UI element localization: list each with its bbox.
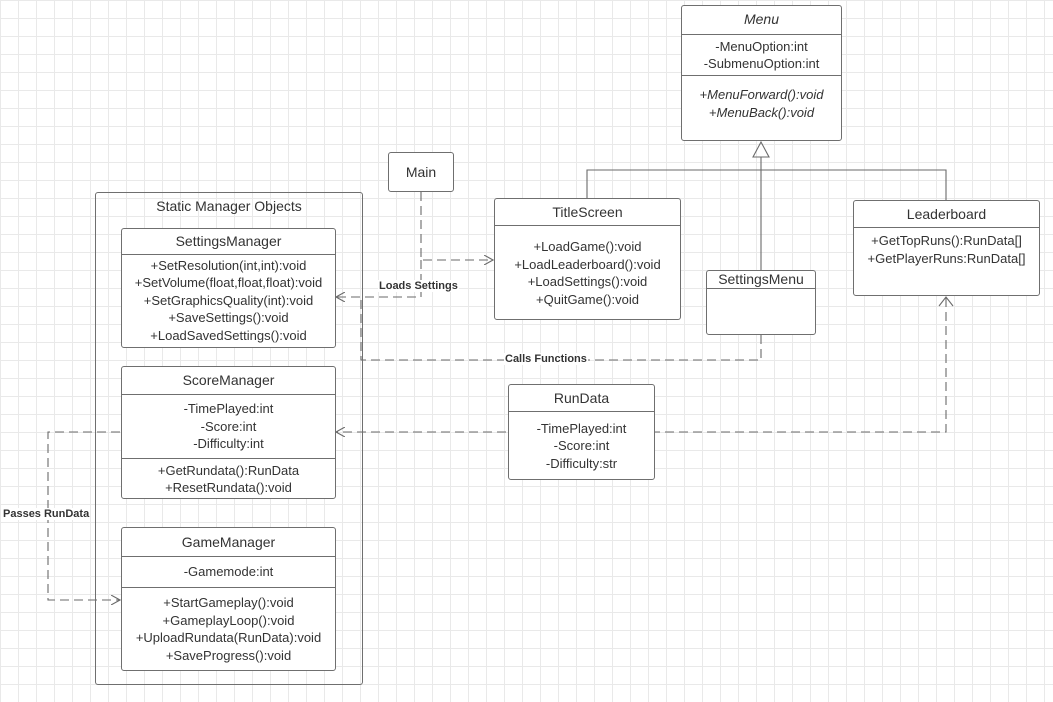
attribute: -Difficulty:str	[545, 455, 618, 471]
methods-section: +MenuForward():void +MenuBack():void	[682, 75, 841, 141]
static-manager-objects-group: Static Manager Objects	[95, 192, 363, 685]
inheritance-leaderboard-edge	[761, 169, 947, 200]
inheritance-titlescreen-edge	[586, 169, 761, 198]
loads-settings-label: Loads Settings	[378, 280, 459, 292]
method: +SaveSettings():void	[168, 310, 289, 326]
attributes-section: -TimePlayed:int -Score:int -Difficulty:i…	[122, 394, 335, 458]
class-name: Menu	[743, 11, 780, 27]
titlescreen-class[interactable]: TitleScreen +LoadGame():void +LoadLeader…	[494, 198, 681, 320]
leaderboard-arrowhead	[938, 296, 954, 307]
group-title: Static Manager Objects	[156, 198, 302, 214]
method: +LoadSavedSettings():void	[150, 327, 307, 343]
attribute: -Difficulty:int	[193, 436, 264, 452]
attribute: -TimePlayed:int	[536, 420, 627, 436]
inheritance-arrowhead	[752, 140, 770, 158]
method: +SetVolume(float,float,float):void	[134, 275, 323, 291]
passes-rundata-label: Passes RunData	[2, 508, 91, 520]
attribute: -Score:int	[553, 438, 610, 454]
method: +ResetRundata():void	[165, 480, 292, 495]
method: +LoadGame():void	[533, 239, 642, 254]
main-class[interactable]: Main	[388, 152, 454, 192]
method: +SetResolution(int,int):void	[150, 257, 307, 273]
class-name: Leaderboard	[906, 206, 987, 222]
methods-section: +StartGameplay():void +GameplayLoop():vo…	[122, 587, 335, 670]
attribute: -SubmenuOption:int	[703, 56, 820, 71]
method: +StartGameplay():void	[163, 595, 294, 610]
class-name: SettingsManager	[175, 233, 282, 249]
methods-section: +LoadGame():void +LoadLeaderboard():void…	[495, 225, 680, 320]
method: +QuitGame():void	[536, 291, 639, 307]
class-name: SettingsMenu	[718, 271, 804, 287]
gamemanager-class[interactable]: GameManager -Gamemode:int +StartGameplay…	[121, 527, 336, 671]
method: +SaveProgress():void	[165, 647, 292, 663]
attribute: -Score:int	[200, 418, 257, 434]
method: +LoadSettings():void	[527, 274, 648, 289]
attributes-section: -TimePlayed:int -Score:int -Difficulty:s…	[509, 411, 654, 480]
method: +GameplayLoop():void	[162, 612, 295, 628]
leaderboard-class[interactable]: Leaderboard +GetTopRuns():RunData[] +Get…	[853, 200, 1040, 296]
class-name: GameManager	[181, 534, 276, 550]
attributes-section: -Gamemode:int	[122, 556, 335, 587]
main-to-titlescreen-edge	[420, 192, 493, 260]
method: +GetPlayerRuns:RunData[]	[867, 250, 1026, 266]
methods-section: +SetResolution(int,int):void +SetVolume(…	[122, 254, 335, 346]
method: +MenuForward():void	[699, 87, 824, 102]
method: +SetGraphicsQuality(int):void	[143, 292, 314, 308]
rundata-class[interactable]: RunData -TimePlayed:int -Score:int -Diff…	[508, 384, 655, 480]
class-name: Main	[405, 164, 437, 180]
method: +UploadRundata(RunData):void	[135, 630, 322, 645]
methods-section: +GetRundata():RunData +ResetRundata():vo…	[122, 458, 335, 499]
body-section	[707, 288, 815, 335]
method: +GetTopRuns():RunData[]	[871, 233, 1022, 248]
methods-section: +GetTopRuns():RunData[] +GetPlayerRuns:R…	[854, 227, 1039, 295]
class-name: TitleScreen	[552, 204, 623, 220]
method: +LoadLeaderboard():void	[514, 256, 661, 272]
method: +GetRundata():RunData	[157, 462, 300, 478]
settingsmenu-class[interactable]: SettingsMenu	[706, 270, 816, 335]
loads-settings-edge	[336, 260, 422, 297]
attribute: -Gamemode:int	[183, 564, 274, 580]
attribute: -TimePlayed:int	[183, 401, 274, 417]
class-name: RunData	[553, 390, 610, 406]
attribute: -MenuOption:int	[715, 38, 808, 54]
settingsmanager-class[interactable]: SettingsManager +SetResolution(int,int):…	[121, 228, 336, 348]
attributes-section: -MenuOption:int -SubmenuOption:int	[682, 34, 841, 75]
scoremanager-class[interactable]: ScoreManager -TimePlayed:int -Score:int …	[121, 366, 336, 499]
method: +MenuBack():void	[708, 104, 815, 120]
calls-functions-label: Calls Functions	[504, 353, 588, 365]
class-name: ScoreManager	[182, 372, 275, 388]
menu-class[interactable]: Menu -MenuOption:int -SubmenuOption:int …	[681, 5, 842, 141]
